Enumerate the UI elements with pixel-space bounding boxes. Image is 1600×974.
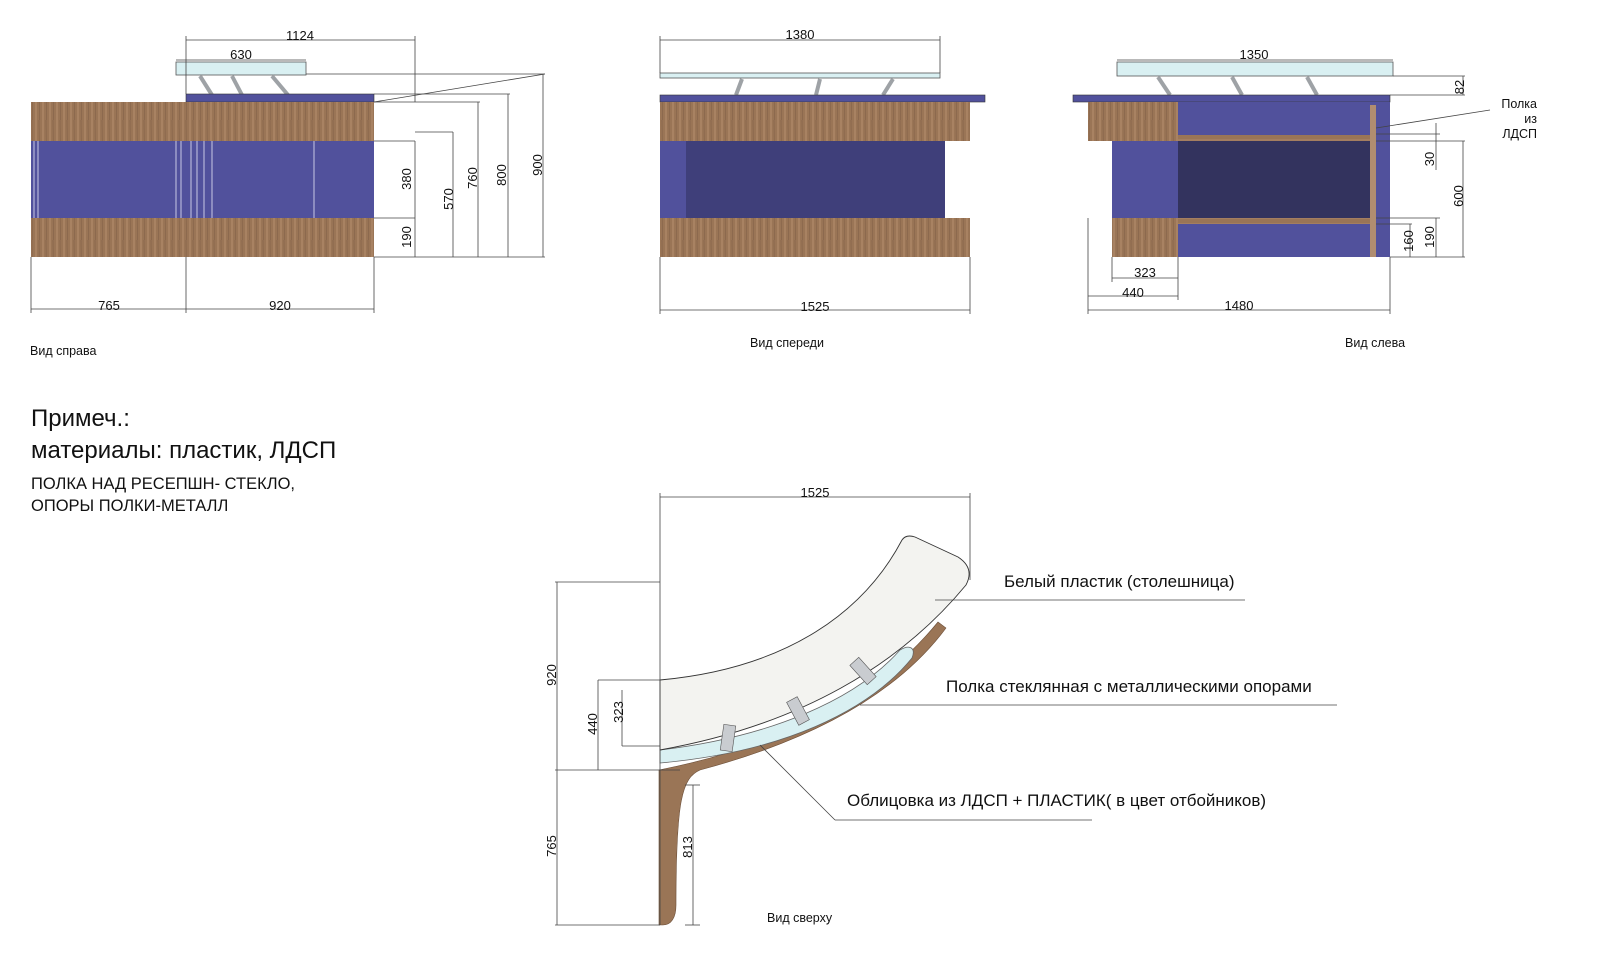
dim-813-top: 813 — [680, 836, 695, 858]
note-line-1: ПОЛКА НАД РЕСЕПШН- СТЕКЛО, — [31, 475, 295, 493]
right-wood-upper — [186, 102, 374, 141]
caption-right-view: Вид справа — [30, 344, 97, 358]
callout-glass: Полка стеклянная с металлическими опорам… — [946, 677, 1312, 696]
right-blue-panel-left — [31, 141, 186, 218]
dim-765-top: 765 — [544, 835, 559, 857]
front-blue-edge — [660, 141, 686, 218]
right-view: 1124 630 380 190 570 760 800 900 765 920… — [30, 28, 546, 358]
caption-left-view: Вид слева — [1345, 336, 1405, 350]
dim-440-left: 440 — [1122, 285, 1144, 300]
dim-82: 82 — [1452, 80, 1467, 94]
top-countertop — [659, 535, 970, 751]
top-view: 1525 920 440 323 765 813 Белый пластик (… — [544, 485, 1337, 926]
front-blue-panel — [660, 141, 945, 218]
left-view: 1350 82 30 600 160 190 323 440 1480 Полк… — [1072, 47, 1537, 350]
right-wood-upper-left — [31, 102, 186, 141]
dim-190-left: 190 — [1422, 226, 1437, 248]
left-side-post — [1370, 105, 1376, 257]
dim-1350: 1350 — [1240, 47, 1269, 62]
left-wood-upper — [1088, 102, 1178, 141]
shelf-label-line2: из — [1524, 112, 1537, 126]
dim-160: 160 — [1401, 230, 1416, 252]
dim-920-top: 920 — [544, 664, 559, 686]
dim-323-left: 323 — [1134, 265, 1156, 280]
dim-570: 570 — [441, 188, 456, 210]
dim-920: 920 — [269, 298, 291, 313]
dim-765: 765 — [98, 298, 120, 313]
top-shelf-brackets — [719, 656, 877, 753]
right-top-plate — [185, 93, 375, 103]
caption-front-view: Вид спереди — [750, 336, 824, 350]
dim-1480: 1480 — [1225, 298, 1254, 313]
dim-760: 760 — [465, 167, 480, 189]
left-wood-lower — [1112, 218, 1178, 257]
front-wood-upper — [660, 102, 970, 141]
dim-1380: 1380 — [786, 27, 815, 42]
dim-440-top: 440 — [585, 713, 600, 735]
note-materials: материалы: пластик, ЛДСП — [31, 437, 337, 464]
dim-800: 800 — [494, 164, 509, 186]
right-glass-shelf — [175, 61, 307, 76]
dim-30: 30 — [1422, 152, 1437, 166]
dim-630: 630 — [230, 47, 252, 62]
dim-1525-front: 1525 — [801, 299, 830, 314]
left-inner-dark — [1178, 141, 1370, 218]
right-wood-lower — [186, 218, 374, 257]
top-glass-shelf — [659, 646, 914, 764]
dim-1124: 1124 — [286, 28, 314, 43]
shelf-label-line3: ЛДСП — [1502, 127, 1537, 141]
note-line-2: ОПОРЫ ПОЛКИ-МЕТАЛЛ — [31, 497, 229, 515]
left-glass-shelf — [1116, 61, 1394, 77]
caption-top-view: Вид сверху — [767, 911, 833, 925]
left-top-plate — [1072, 94, 1391, 103]
dim-900: 900 — [530, 154, 545, 176]
right-wood-lower-left — [31, 218, 186, 257]
callout-plastic: Белый пластик (столешница) — [1004, 572, 1235, 591]
front-shelf-supports — [734, 77, 895, 97]
dim-1525-top: 1525 — [801, 485, 830, 500]
front-view: 1380 1525 Вид спереди — [659, 27, 986, 350]
left-shelf-upper — [1178, 135, 1376, 141]
front-glass-shelf — [659, 72, 941, 79]
front-top-plate — [659, 94, 986, 103]
right-blue-panel — [186, 141, 374, 218]
front-wood-lower — [660, 218, 970, 257]
right-shelf-supports — [198, 74, 290, 97]
note-title: Примеч.: — [31, 405, 130, 432]
dim-600: 600 — [1451, 185, 1466, 207]
left-shelf-supports — [1156, 75, 1319, 97]
left-shelf-lower — [1178, 218, 1376, 224]
dim-323-top: 323 — [611, 701, 626, 723]
dim-190: 190 — [399, 226, 414, 248]
left-blue-side — [1112, 141, 1178, 218]
shelf-label-line1: Полка — [1501, 97, 1537, 111]
dim-380: 380 — [399, 168, 414, 190]
callout-cladding: Облицовка из ЛДСП + ПЛАСТИК( в цвет отбо… — [847, 791, 1266, 810]
